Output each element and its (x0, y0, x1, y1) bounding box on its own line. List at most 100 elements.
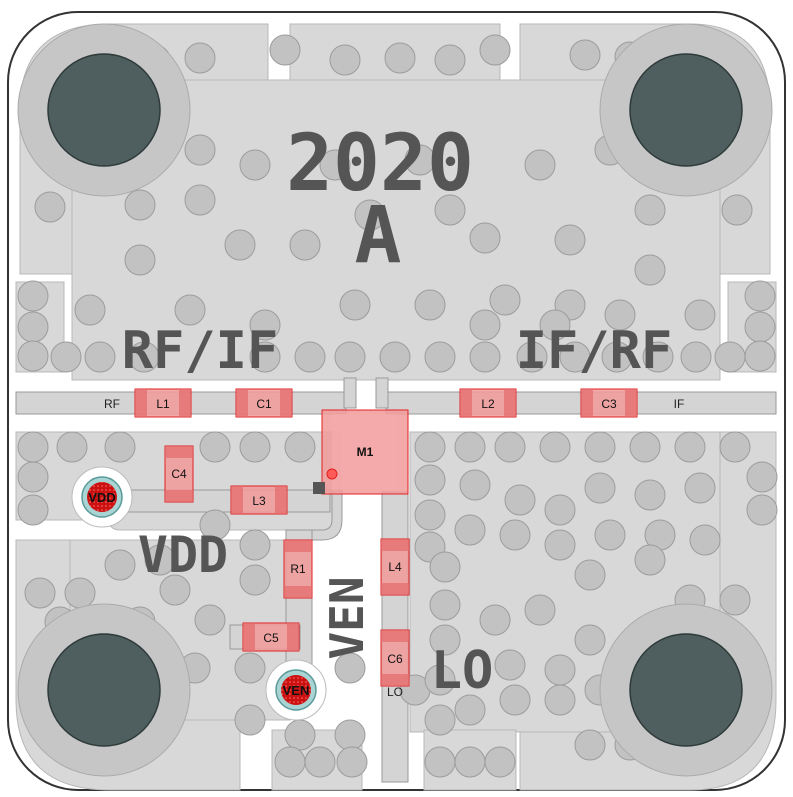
via (744, 311, 776, 343)
via (234, 704, 266, 736)
c4-label: C4 (171, 467, 187, 481)
via (424, 341, 456, 373)
via (239, 564, 271, 596)
pad-vdd[interactable]: VDD (71, 466, 133, 528)
component-c3[interactable]: C3 (580, 388, 638, 418)
via (184, 42, 216, 74)
via (454, 694, 486, 726)
via (334, 341, 366, 373)
component-c4[interactable]: C4 (164, 445, 194, 503)
via (454, 431, 486, 463)
via (601, 341, 633, 373)
via (319, 149, 351, 181)
via (104, 549, 136, 581)
l3-label: L3 (252, 494, 266, 508)
via (414, 464, 446, 496)
vdd-pad-label: VDD (88, 490, 115, 505)
component-l4[interactable]: L4 (380, 538, 410, 596)
l1-label: L1 (156, 397, 170, 411)
component-l1[interactable]: L1 (134, 388, 192, 418)
via (634, 194, 666, 226)
via (424, 704, 456, 736)
via (569, 39, 601, 71)
via (544, 529, 576, 561)
via (634, 544, 666, 576)
via (269, 34, 301, 66)
via (249, 341, 281, 373)
via (719, 431, 751, 463)
via (674, 431, 706, 463)
via (574, 624, 606, 656)
via (17, 494, 49, 526)
component-m1[interactable]: M1 (313, 409, 409, 495)
via (544, 654, 576, 686)
via (634, 254, 666, 286)
m1-label: M1 (357, 445, 374, 459)
via (224, 229, 256, 261)
via (634, 479, 666, 511)
via (184, 134, 216, 166)
component-l3[interactable]: L3 (230, 485, 288, 515)
via (434, 194, 466, 226)
via (17, 431, 49, 463)
via (429, 589, 461, 621)
via (414, 431, 446, 463)
via (680, 341, 712, 373)
via (744, 340, 776, 372)
via (516, 341, 548, 373)
via (584, 431, 616, 463)
pad-ven[interactable]: VEN (265, 659, 327, 721)
component-c5[interactable]: C5 (242, 622, 300, 652)
via (379, 341, 411, 373)
component-c6[interactable]: C6 (380, 629, 410, 687)
via (284, 719, 316, 751)
via (334, 719, 366, 751)
via (434, 44, 466, 76)
via (234, 652, 266, 684)
c3-label: C3 (601, 397, 617, 411)
lo-trace-label: LO (387, 685, 403, 699)
via (334, 652, 366, 684)
via (414, 499, 446, 531)
via (489, 284, 521, 316)
via (144, 544, 176, 576)
rf-trace-label: RF (104, 397, 120, 411)
via (714, 341, 746, 373)
via (50, 341, 82, 373)
component-l2[interactable]: L2 (459, 388, 517, 418)
component-c1[interactable]: C1 (235, 388, 293, 418)
via (594, 519, 626, 551)
year-marking: 2020 (286, 119, 474, 209)
via (539, 309, 571, 341)
if-rf-marking: IF/RF (516, 321, 673, 381)
via (274, 746, 306, 778)
ven-marking: VEN (320, 576, 374, 659)
via (124, 244, 156, 276)
via (629, 431, 661, 463)
via (554, 224, 586, 256)
via (504, 484, 536, 516)
via (199, 431, 231, 463)
via (174, 294, 206, 326)
via (336, 746, 368, 778)
via (721, 194, 753, 226)
via (454, 746, 486, 778)
via (339, 289, 371, 321)
via (684, 299, 716, 331)
vdd-marking: VDD (138, 526, 228, 584)
via (744, 280, 776, 312)
via (494, 431, 526, 463)
via (524, 149, 556, 181)
via (414, 289, 446, 321)
lo-marking: LO (431, 641, 494, 701)
via (128, 341, 160, 373)
via (499, 684, 531, 716)
component-r1[interactable]: R1 (283, 539, 313, 599)
via (239, 529, 271, 561)
c5-label: C5 (263, 631, 279, 645)
r1-label: R1 (290, 562, 306, 576)
mounting-holes (17, 23, 773, 777)
via (17, 280, 49, 312)
via (479, 604, 511, 636)
via (524, 594, 556, 626)
